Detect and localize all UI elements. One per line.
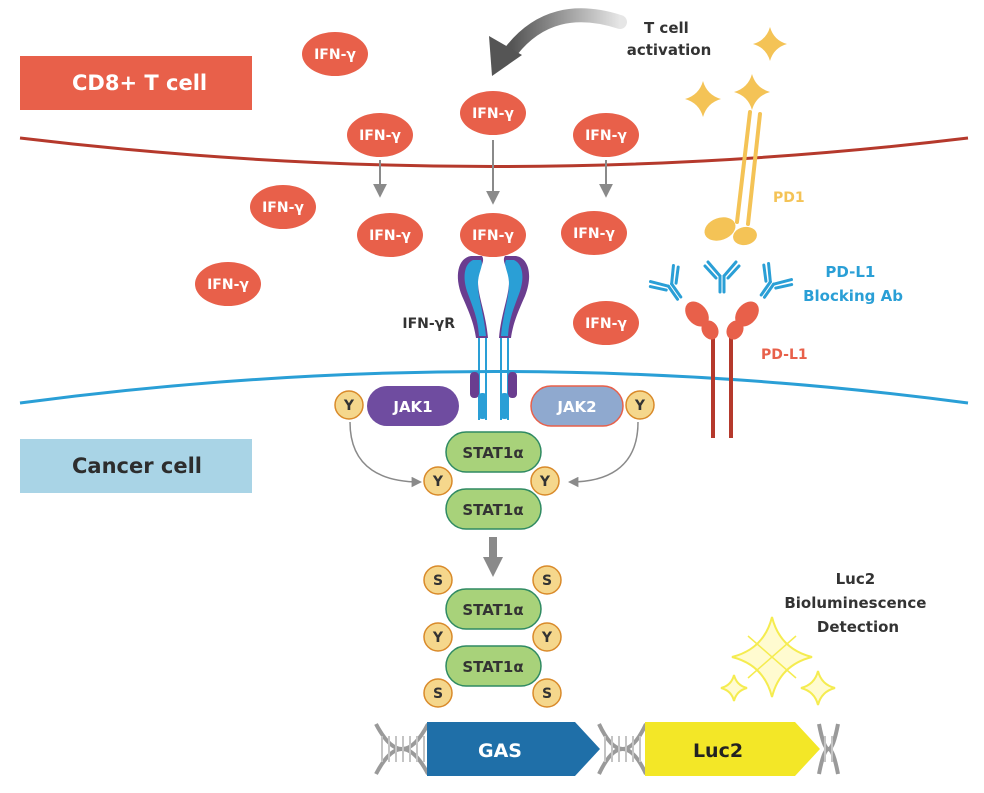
ifng-molecule: IFN-γ xyxy=(561,211,627,255)
svg-text:IFN-γ: IFN-γ xyxy=(262,200,304,216)
phospho-tyrosine: Y xyxy=(334,390,364,420)
pd1-receptor xyxy=(735,110,762,226)
sparkle-icon xyxy=(685,81,721,117)
cd8-t-cell-label: CD8+ T cell xyxy=(20,56,252,110)
pd1-label: PD1 xyxy=(773,190,805,206)
detection-label: Luc2 Bioluminescence Detection xyxy=(784,570,931,636)
stat1-protein: STAT1α xyxy=(445,431,542,473)
phospho-serine: S xyxy=(532,678,562,708)
phospho-tyrosine: Y xyxy=(625,390,655,420)
blocking-ab-label: PD-L1 Blocking Ab xyxy=(803,263,903,305)
svg-text:Y: Y xyxy=(541,630,553,646)
pd-l1-receptor xyxy=(685,301,759,438)
sparkle-icon xyxy=(753,27,787,61)
svg-text:S: S xyxy=(542,686,552,702)
pd-l1-blocking-antibodies xyxy=(648,260,794,301)
svg-text:Y: Y xyxy=(539,474,551,490)
ifng-molecule: IFN-γ xyxy=(573,113,639,157)
ifng-molecule: IFN-γ xyxy=(357,213,423,257)
stat1-protein: STAT1α xyxy=(445,588,542,630)
activation-label: T cell activation xyxy=(627,19,712,59)
phospho-tyrosine: Y xyxy=(423,466,453,496)
svg-text:JAK2: JAK2 xyxy=(556,398,596,416)
svg-text:IFN-γ: IFN-γ xyxy=(207,277,249,293)
svg-text:IFN-γ: IFN-γ xyxy=(585,128,627,144)
svg-text:S: S xyxy=(433,686,443,702)
bioluminescence-sparkles xyxy=(720,616,836,706)
ifng-molecule: IFN-γ xyxy=(195,262,261,306)
svg-text:IFN-γ: IFN-γ xyxy=(472,106,514,122)
jak1-phospho-arrow xyxy=(349,421,423,488)
svg-text:Y: Y xyxy=(432,474,444,490)
antibody-icon xyxy=(759,262,794,299)
biolum-rays-icon xyxy=(747,635,797,679)
phospho-serine: S xyxy=(423,678,453,708)
svg-text:GAS: GAS xyxy=(478,740,522,762)
activation-arrow xyxy=(489,8,627,76)
ifng-receptor xyxy=(457,256,530,420)
jak1: JAK1 xyxy=(367,386,459,426)
cancer-cell-label: Cancer cell xyxy=(20,439,252,493)
svg-text:STAT1α: STAT1α xyxy=(462,444,523,462)
ifng-molecule: IFN-γ xyxy=(573,301,639,345)
svg-text:S: S xyxy=(433,573,443,589)
svg-text:IFN-γ: IFN-γ xyxy=(472,228,514,244)
svg-text:STAT1α: STAT1α xyxy=(462,501,523,519)
svg-text:JAK1: JAK1 xyxy=(392,398,432,416)
svg-text:Luc2: Luc2 xyxy=(693,740,743,762)
ifng-receptor-label: IFN-γR xyxy=(402,316,455,332)
antibody-icon xyxy=(703,260,741,294)
sparkle-icon xyxy=(734,74,770,110)
jak2: JAK2 xyxy=(530,385,624,427)
dna-segment xyxy=(817,723,840,775)
pd1-heads xyxy=(704,217,757,246)
phospho-tyrosine: Y xyxy=(530,466,560,496)
dna-segment xyxy=(597,723,648,775)
ifng-molecule: IFN-γ xyxy=(460,213,526,257)
ifng-molecule: IFN-γ xyxy=(347,113,413,157)
antibody-icon xyxy=(648,264,683,301)
svg-text:S: S xyxy=(542,573,552,589)
phospho-serine: S xyxy=(532,565,562,595)
svg-text:STAT1α: STAT1α xyxy=(462,658,523,676)
dna-helix xyxy=(374,723,840,775)
svg-text:IFN-γ: IFN-γ xyxy=(573,226,615,242)
svg-text:STAT1α: STAT1α xyxy=(462,601,523,619)
luc2-gene: Luc2 xyxy=(645,722,820,776)
svg-text:IFN-γ: IFN-γ xyxy=(369,228,411,244)
phospho-serine: S xyxy=(423,565,453,595)
biolum-sparkle-icon xyxy=(800,670,836,706)
ifng-molecule: IFN-γ xyxy=(250,185,316,229)
svg-text:IFN-γ: IFN-γ xyxy=(314,47,356,63)
svg-text:Y: Y xyxy=(634,398,646,414)
svg-text:IFN-γ: IFN-γ xyxy=(585,316,627,332)
ifng-molecule: IFN-γ xyxy=(302,32,368,76)
svg-text:Y: Y xyxy=(343,398,355,414)
stat1-protein: STAT1α xyxy=(445,488,542,530)
cancer-cell-membrane xyxy=(19,370,969,405)
jak2-phospho-arrow xyxy=(567,421,639,488)
gas-element: GAS xyxy=(427,722,600,776)
stat1-protein: STAT1α xyxy=(445,645,542,687)
phospho-residues: Y Y Y Y S S Y Y S S xyxy=(334,390,655,708)
biolum-sparkle-icon xyxy=(720,674,748,702)
phospho-tyrosine: Y xyxy=(532,622,562,652)
pd-l1-label: PD-L1 xyxy=(761,347,808,363)
svg-text:IFN-γ: IFN-γ xyxy=(359,128,401,144)
ifng-molecule: IFN-γ xyxy=(460,91,526,135)
activation-sparkles xyxy=(685,27,787,117)
phospho-tyrosine: Y xyxy=(423,622,453,652)
svg-text:Y: Y xyxy=(432,630,444,646)
dna-segment xyxy=(374,723,430,775)
translocation-arrow xyxy=(483,537,503,577)
